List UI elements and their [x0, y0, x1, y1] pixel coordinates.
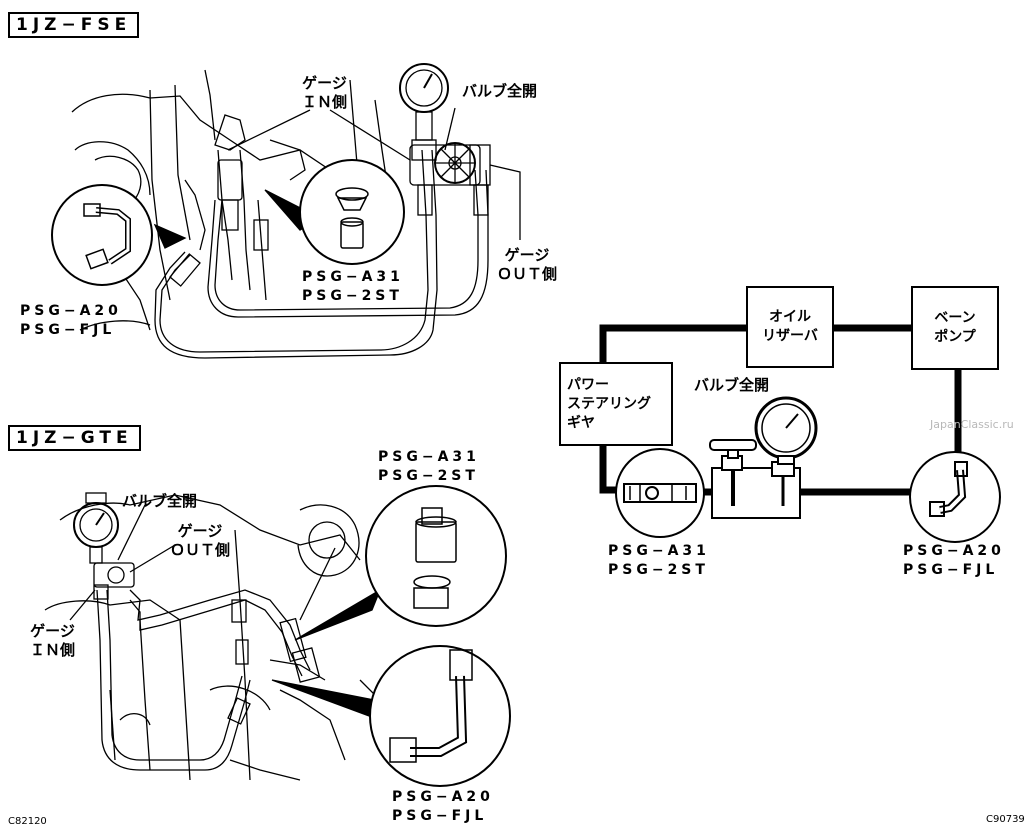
watermark: JapanClassic.ru [930, 418, 1014, 431]
schematic-detail-a20 [909, 451, 1001, 543]
gte-engine-drawing [44, 492, 402, 781]
fse-engine-drawing [71, 63, 521, 359]
schematic-valve-open-label: バルブ全開 [694, 376, 770, 394]
fse-detail-a31 [299, 159, 405, 265]
schematic-detail-a31 [615, 448, 705, 538]
gte-detail-a20 [369, 645, 511, 787]
gte-detail-a31 [365, 485, 507, 627]
fse-title: 1JZ−FSE [8, 12, 140, 38]
oil-reservoir-box: オイルリザーバ [746, 286, 834, 368]
fse-valve-open-label: バルブ全開 [462, 82, 538, 100]
power-steering-gear-box: パワー ステアリング ギヤ [559, 362, 673, 446]
right-figure-code: C90739 [986, 814, 1025, 825]
gte-valve-open-label: バルブ全開 [122, 492, 198, 510]
vane-pump-box: ベーンポンプ [911, 286, 999, 370]
schematic-gauge-assembly [709, 396, 818, 519]
gte-title: 1JZ−GTE [8, 425, 141, 451]
fse-detail-a20 [51, 184, 153, 286]
left-figure-code: C82120 [8, 816, 47, 827]
